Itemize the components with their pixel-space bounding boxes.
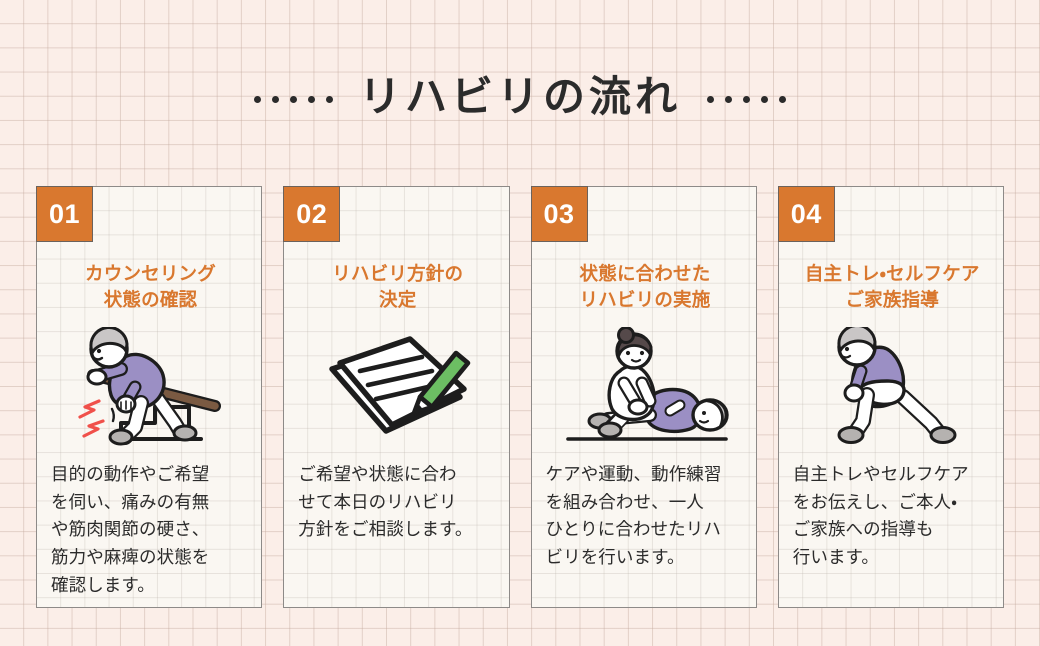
illustration-person-climbing-stairs-with-knee-pain xyxy=(37,327,264,449)
step-number-badge: 04 xyxy=(777,186,835,242)
step-heading: リハビリ方針の 決定 xyxy=(332,263,464,311)
step-card-list: 01 カウンセリング 状態の確認 xyxy=(36,186,1004,608)
dot xyxy=(307,95,315,103)
person-stretching-lunge-icon xyxy=(837,327,957,444)
dot xyxy=(271,95,279,103)
step-heading: 状態に合わせた リハビリの実施 xyxy=(579,263,711,311)
step-body-text: ケアや運動、動作練習 を組み合わせ、一人 ひとりに合わせたリハ ビリを行います。 xyxy=(545,464,722,567)
step-number-badge: 01 xyxy=(36,186,93,242)
title-dots-right xyxy=(707,95,786,103)
step-number-badge: 03 xyxy=(530,186,588,242)
dot xyxy=(779,95,786,103)
illustration-person-stretching-lunge xyxy=(779,327,1006,449)
dot xyxy=(707,95,714,103)
step-number-badge: 02 xyxy=(283,186,341,242)
title-row: リハビリの流れ xyxy=(0,62,1040,132)
step-card-02: 02 リハビリ方針の 決定 xyxy=(283,186,511,608)
dot xyxy=(743,95,750,103)
illustration-therapist-treating-patient xyxy=(532,327,759,449)
dot xyxy=(253,95,261,103)
page-title: リハビリの流れ xyxy=(358,73,681,120)
step-heading: 自主トレ・セルフケア ご家族指導 xyxy=(804,263,980,311)
step-body-text: 自主トレやセルフケア をお伝えし、ご本人・ ご家族への指導も 行います。 xyxy=(792,464,969,567)
illustration-document-and-pencil xyxy=(284,327,511,449)
step-card-01: 01 カウンセリング 状態の確認 xyxy=(36,186,264,608)
step-body-text: ご希望や状態に合わ せて本日のリハビリ 方針をご相談します。 xyxy=(298,464,473,540)
step-heading: カウンセリング 状態の確認 xyxy=(85,263,216,311)
person-climbing-stairs-with-knee-pain-icon xyxy=(78,327,221,446)
dot xyxy=(325,95,333,103)
document-and-pencil-icon xyxy=(329,336,471,434)
dot xyxy=(761,95,768,103)
step-card-04: 04 自主トレ・セルフケア ご家族指導 xyxy=(777,186,1006,608)
step-card-03: 03 状態に合わせた リハビリの実施 xyxy=(530,186,759,608)
dot xyxy=(725,95,732,103)
step-body-text: 目的の動作やご希望 を伺い、痛みの有無 や筋肉関節の硬さ、 筋力や麻痺の状態を … xyxy=(51,464,210,595)
dot xyxy=(289,95,297,103)
therapist-treating-patient-icon xyxy=(565,327,729,441)
title-dots-left xyxy=(253,95,333,103)
